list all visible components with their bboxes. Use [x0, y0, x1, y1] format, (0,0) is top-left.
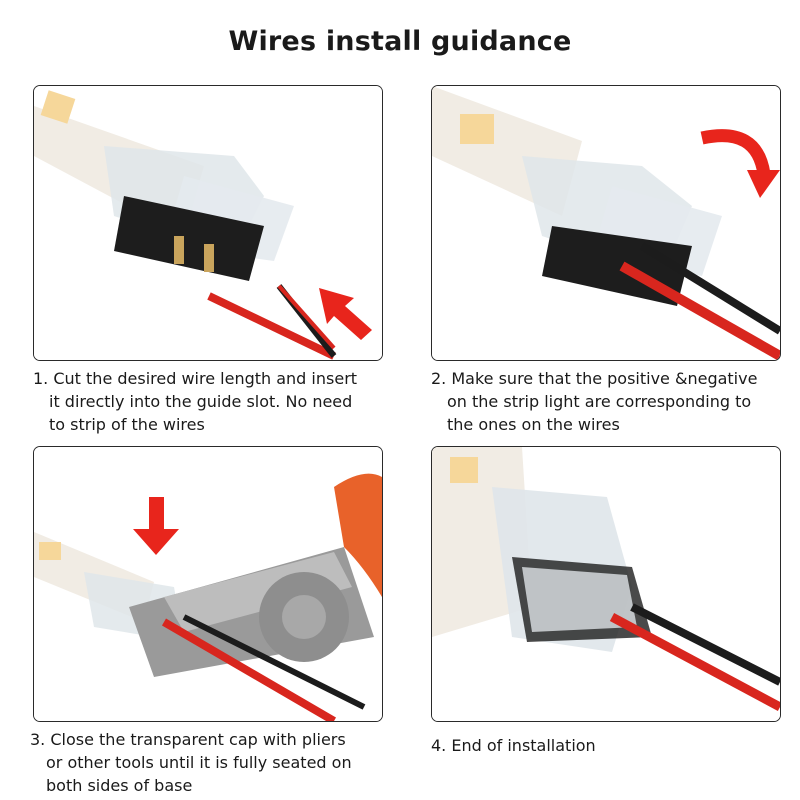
step-3-line-1: 3. Close the transparent cap with pliers: [30, 730, 346, 749]
press-arrow-icon: [133, 497, 179, 555]
step-3-line-3: both sides of base: [46, 776, 193, 795]
plier-handle: [334, 473, 382, 597]
step-1-photo: [33, 85, 383, 361]
led-chip: [39, 542, 61, 560]
step-1-line-2: it directly into the guide slot. No need: [49, 392, 353, 411]
step-4-line-1: 4. End of installation: [431, 736, 596, 755]
red-wire: [207, 292, 336, 360]
step-4-caption: 4. End of installation: [431, 734, 791, 757]
rotate-arrow-icon: [700, 129, 771, 176]
step-1-line-3: to strip of the wires: [49, 415, 205, 434]
red-wire: [619, 261, 780, 360]
step-1-illustration: [34, 86, 382, 360]
step-2-photo: [431, 85, 781, 361]
step-3-caption: 3. Close the transparent cap with pliers…: [30, 728, 390, 797]
red-wire: [609, 613, 780, 711]
black-wire: [639, 242, 780, 335]
step-2-illustration: [432, 86, 780, 360]
step-4-illustration: [432, 447, 780, 721]
step-4-photo: [431, 446, 781, 722]
led-chip: [460, 114, 494, 144]
led-chip: [40, 90, 76, 124]
insert-arrow-icon: [319, 288, 372, 340]
step-3-photo: [33, 446, 383, 722]
red-wire: [161, 618, 337, 721]
step-2-line-3: the ones on the wires: [447, 415, 620, 434]
step-1-line-1: 1. Cut the desired wire length and inser…: [33, 369, 358, 388]
contact-pin: [204, 244, 214, 272]
step-1-caption: 1. Cut the desired wire length and inser…: [33, 367, 393, 436]
led-chip: [450, 457, 478, 483]
step-3-line-2: or other tools until it is fully seated …: [46, 753, 352, 772]
step-2-line-2: on the strip light are corresponding to: [447, 392, 752, 411]
page-title: Wires install guidance: [228, 26, 572, 57]
contact-pin: [174, 236, 184, 264]
black-wire: [630, 603, 780, 686]
step-2-caption: 2. Make sure that the positive &negative…: [431, 367, 791, 436]
step-3-illustration: [34, 447, 382, 721]
step-2-line-1: 2. Make sure that the positive &negative: [431, 369, 758, 388]
black-wire: [182, 614, 366, 710]
connector-base: [114, 196, 264, 281]
